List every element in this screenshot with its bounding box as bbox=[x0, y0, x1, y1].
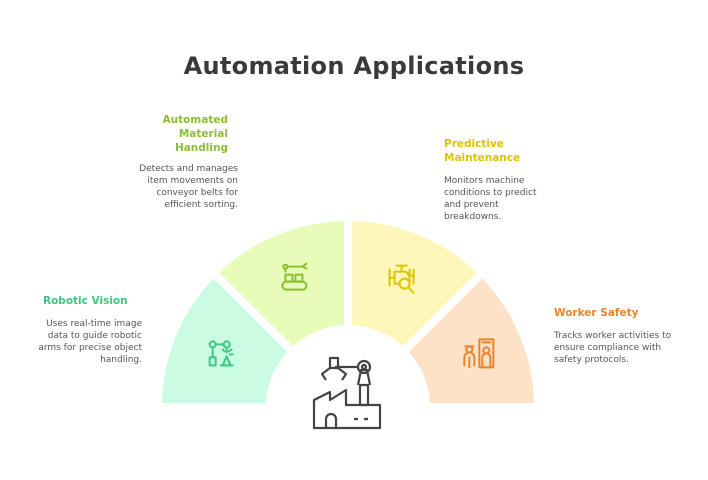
desc-worker-safety: Tracks worker activities to ensure compl… bbox=[554, 331, 672, 365]
desc-material-handling: Detects and manages item movements on co… bbox=[139, 164, 238, 210]
conveyor-icon bbox=[281, 262, 308, 291]
segment-4 bbox=[397, 266, 543, 411]
label-worker-safety: Worker Safety bbox=[554, 307, 639, 319]
desc-predictive-maintenance: Monitors machine conditions to predict a… bbox=[444, 176, 537, 222]
factory-robot-icon bbox=[312, 356, 382, 430]
worker-scanner-icon bbox=[463, 338, 495, 369]
desc-robotic-vision: Uses real-time image data to guide robot… bbox=[38, 319, 142, 365]
label-robotic-vision: Robotic Vision bbox=[43, 295, 128, 307]
label-predictive-maintenance: Predictive Maintenance bbox=[444, 138, 521, 164]
label-material-handling: Automated Material Handling bbox=[162, 114, 228, 154]
robot-arm-icon bbox=[208, 340, 234, 367]
diagram-title: Automation Applications bbox=[183, 52, 525, 80]
pipe-inspect-icon bbox=[388, 264, 415, 294]
